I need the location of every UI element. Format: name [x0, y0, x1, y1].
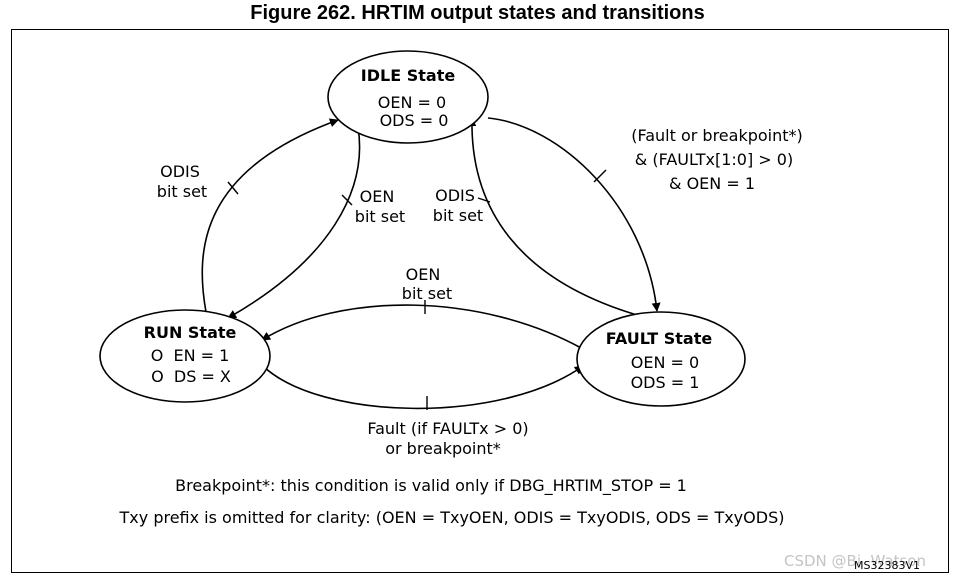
state-fault-ods: ODS = 1	[631, 373, 700, 392]
label-fault-to-run-line2: bit set	[402, 284, 452, 303]
label-run-to-fault-line2: or breakpoint*	[385, 439, 501, 458]
state-idle: IDLE State OEN = 0 ODS = 0	[327, 50, 489, 144]
label-idle-to-fault-line2: & (FAULTx[1:0] > 0)	[635, 150, 793, 169]
state-run-name: RUN State	[144, 323, 237, 342]
transition-fault-to-run-arrow	[261, 304, 584, 350]
state-idle-ods: ODS = 0	[380, 111, 449, 130]
label-fault-to-idle-line2: bit set	[433, 206, 483, 225]
tick-idle-to-run	[341, 194, 353, 206]
tick-fault-to-idle	[477, 197, 491, 203]
diagram-frame	[11, 29, 949, 573]
state-fault-oen: OEN = 0	[631, 353, 699, 372]
label-idle-to-run-line2: bit set	[355, 207, 405, 226]
state-idle-name: IDLE State	[361, 66, 456, 85]
state-idle-oen: OEN = 0	[378, 93, 446, 112]
label-run-to-fault-line1: Fault (if FAULTx > 0)	[367, 419, 528, 438]
label-idle-to-run-line1: OEN	[360, 187, 395, 206]
label-idle-to-fault-line3: & OEN = 1	[669, 174, 755, 193]
note-prefix: Txy prefix is omitted for clarity: (OEN …	[119, 508, 785, 527]
label-run-to-idle-line1: ODIS	[160, 162, 200, 181]
label-idle-to-fault-line1: (Fault or breakpoint*)	[631, 126, 803, 145]
transition-fault-to-idle-arrow	[467, 117, 638, 316]
label-run-to-idle-line2: bit set	[157, 182, 207, 201]
state-fault-name: FAULT State	[606, 329, 713, 348]
state-run-oen: O EN = 1	[151, 346, 230, 365]
state-run: RUN State O EN = 1 O DS = X	[99, 309, 271, 403]
transition-run-to-fault-arrow	[262, 365, 584, 410]
reference-code: MS32383V1	[854, 559, 920, 572]
label-fault-to-idle-line1: ODIS	[435, 186, 475, 205]
tick-run-to-idle	[227, 181, 239, 195]
label-fault-to-run-line1: OEN	[406, 265, 441, 284]
transition-idle-to-fault-arrow	[487, 117, 661, 312]
transition-idle-to-run-arrow	[227, 126, 361, 319]
state-run-ods: O DS = X	[151, 367, 231, 386]
note-breakpoint: Breakpoint*: this condition is valid onl…	[175, 476, 687, 496]
transition-run-to-idle-arrow	[201, 118, 339, 313]
watermark: CSDN @Bi Watson	[784, 552, 926, 570]
figure-title: Figure 262. HRTIM output states and tran…	[250, 2, 705, 24]
tick-idle-to-fault	[593, 169, 607, 183]
state-fault: FAULT State OEN = 0 ODS = 1	[576, 311, 746, 407]
